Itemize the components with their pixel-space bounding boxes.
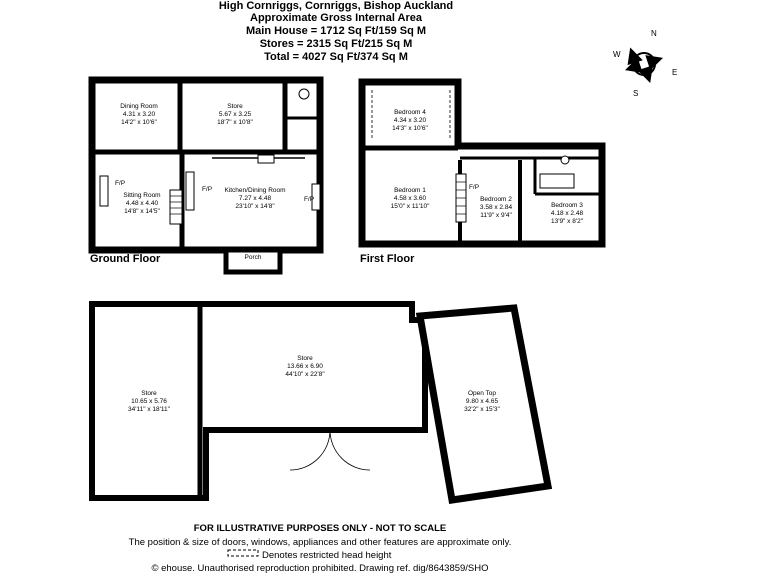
fireplace-label-kitchen-right: F/P <box>303 196 315 203</box>
compass <box>624 47 664 84</box>
stores-plan <box>89 301 553 504</box>
ground-floor-label: Ground Floor <box>90 253 161 265</box>
room-porch: Porch <box>244 254 262 261</box>
ground-floor-plan <box>88 76 324 275</box>
stores-area: Stores = 2315 Sq Ft/215 Sq M <box>259 38 413 50</box>
fireplace-label-kitchen-left: F/P <box>201 186 213 193</box>
main-house-area: Main House = 1712 Sq Ft/159 Sq M <box>245 25 427 37</box>
restricted-head-height-legend: Denotes restricted head height <box>262 550 392 561</box>
compass-w: W <box>613 50 621 59</box>
fireplace-label-bedroom-2: F/P <box>468 184 480 191</box>
disclaimer-title: FOR ILLUSTRATIVE PURPOSES ONLY - NOT TO … <box>193 523 447 534</box>
property-address: High Cornriggs, Cornriggs, Bishop Auckla… <box>218 0 454 12</box>
compass-s: S <box>633 89 639 98</box>
compass-e: E <box>672 68 678 77</box>
restricted-head-height-symbol <box>227 549 259 557</box>
first-floor-plan <box>358 78 606 248</box>
area-title: Approximate Gross Internal Area <box>250 12 422 24</box>
disclaimer-text: The position & size of doors, windows, a… <box>128 537 512 548</box>
fireplace-label-sitting: F/P <box>114 180 126 187</box>
copyright: © ehouse. Unauthorised reproduction proh… <box>151 563 489 574</box>
compass-n: N <box>651 29 657 38</box>
total-area: Total = 4027 Sq Ft/374 Sq M <box>264 51 408 63</box>
first-floor-label: First Floor <box>360 253 415 265</box>
